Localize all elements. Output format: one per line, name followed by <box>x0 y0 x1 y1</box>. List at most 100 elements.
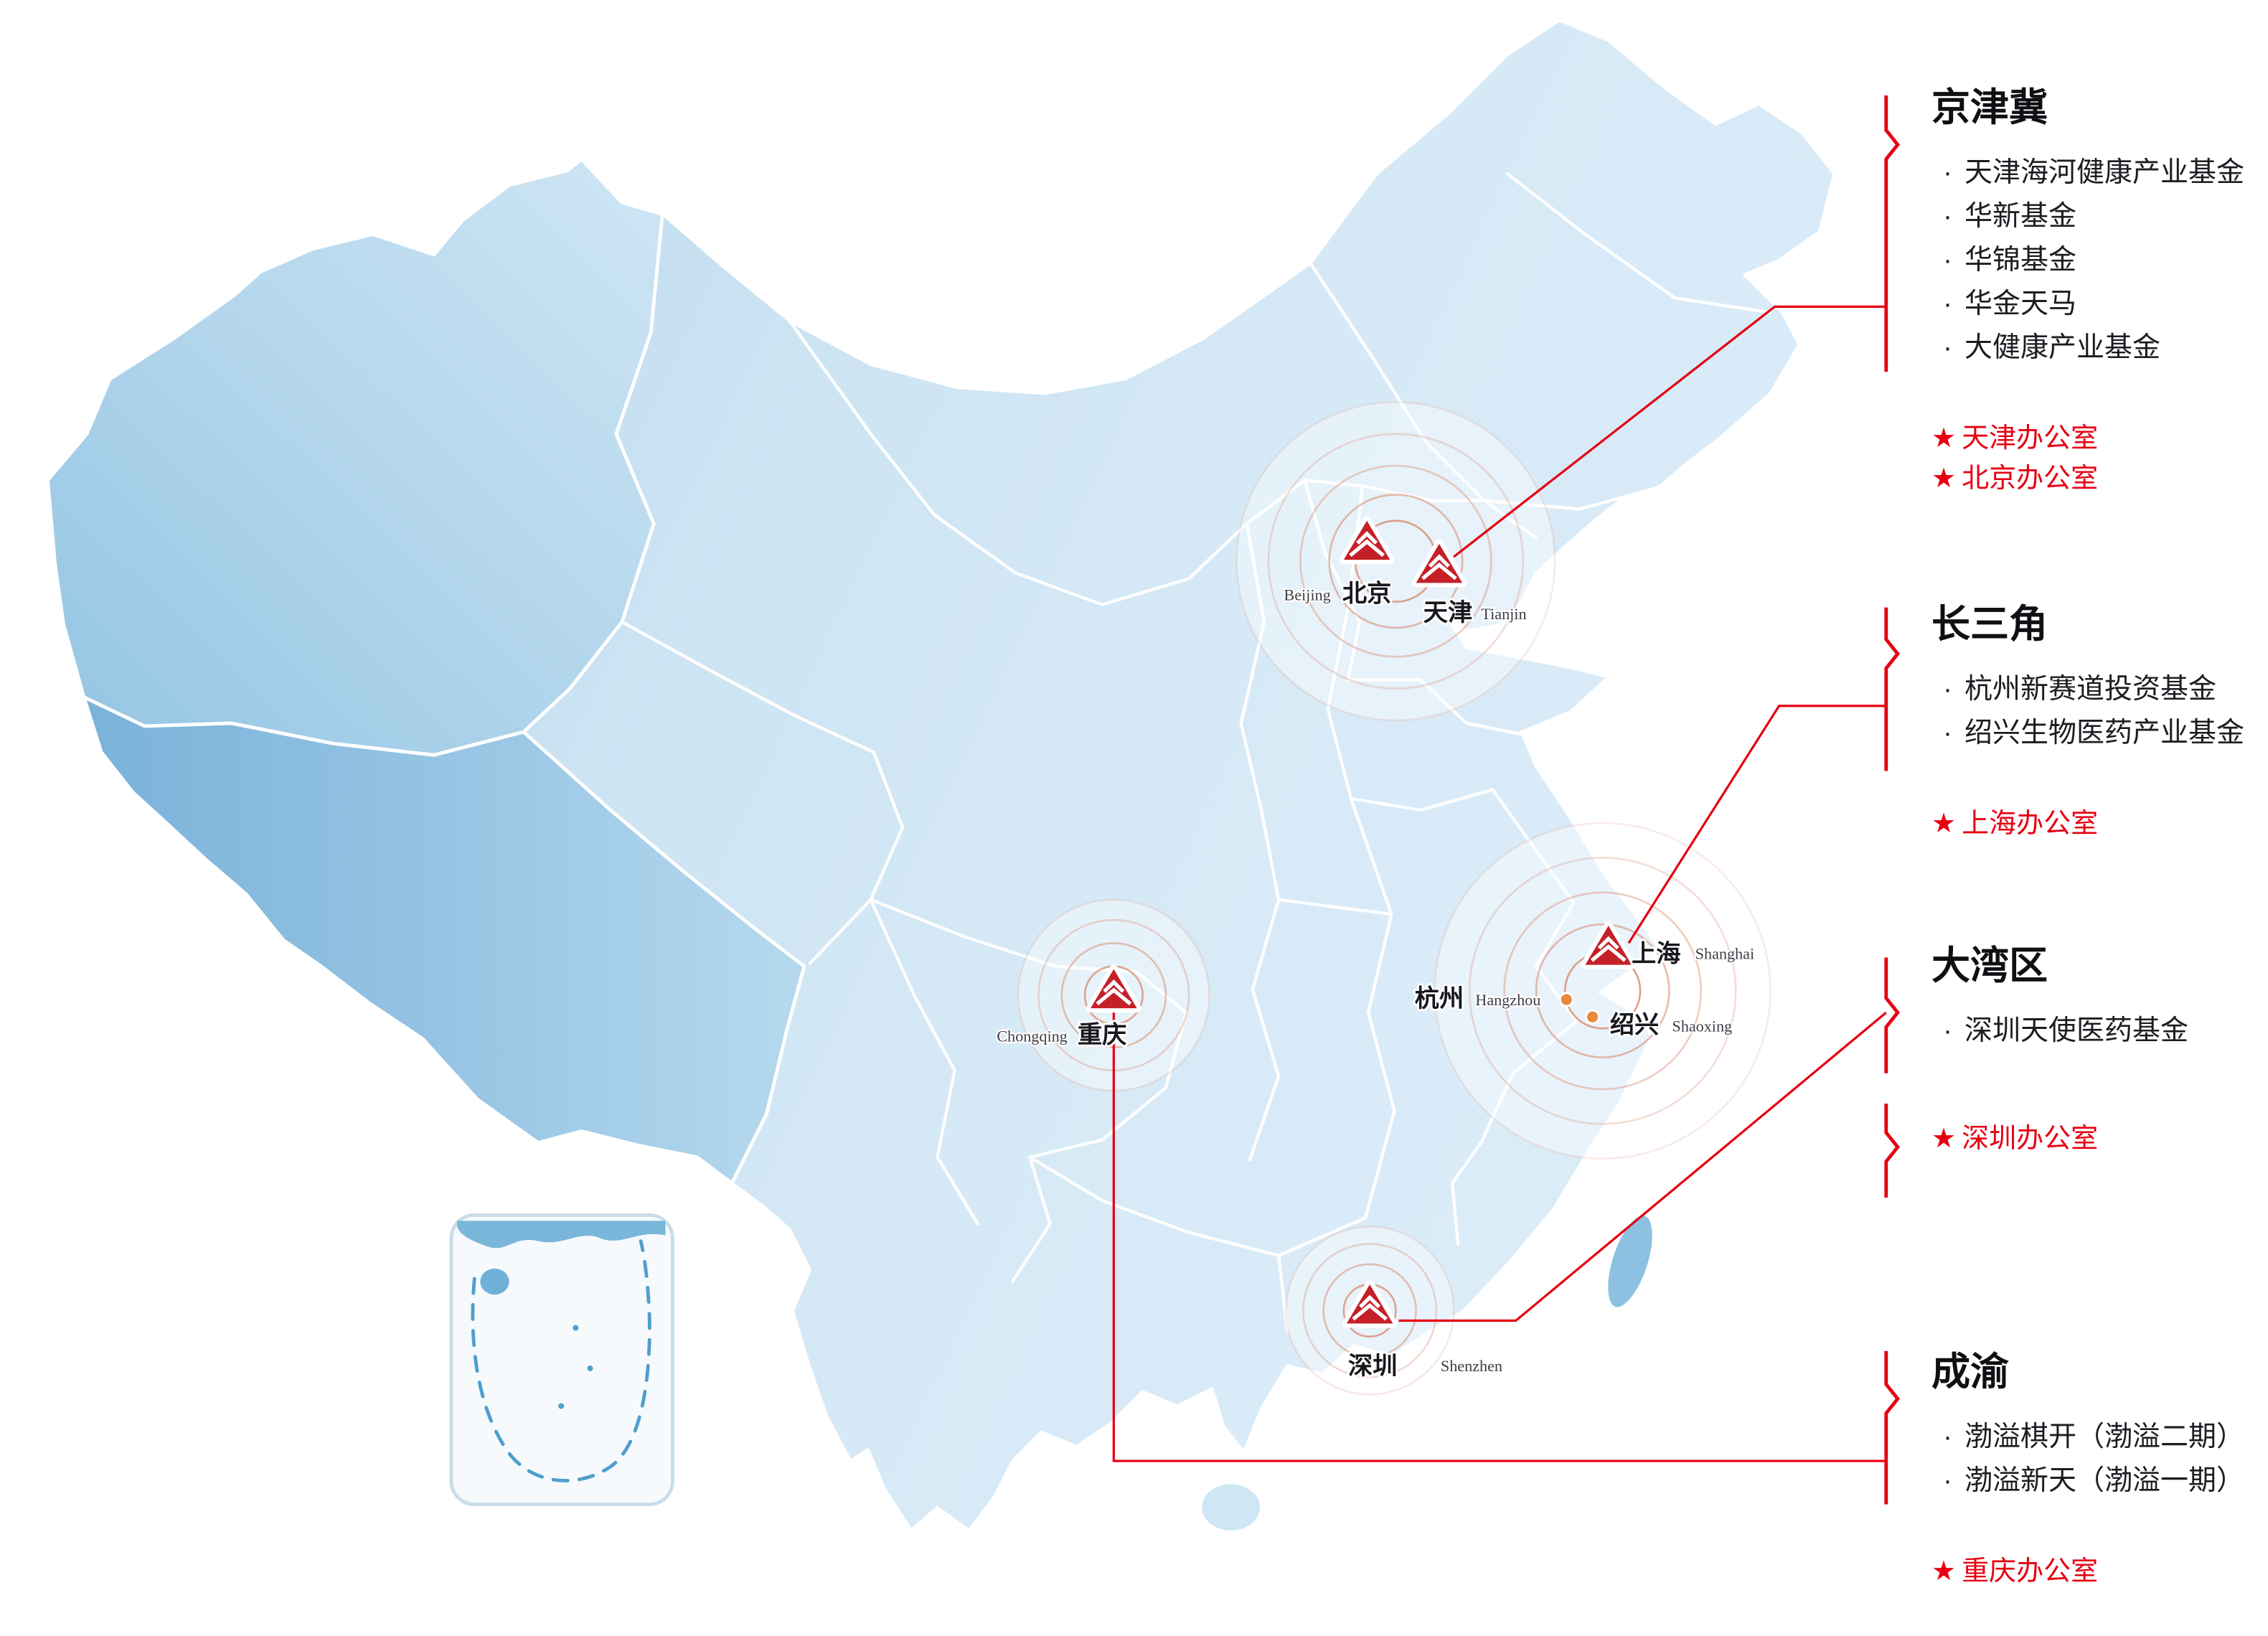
city-en-hangzhou: Hangzhou <box>1475 991 1540 1009</box>
fund-item: · 大健康产业基金 <box>1943 326 2268 370</box>
ripples-beijing-tianjin <box>1236 401 1556 722</box>
city-zh-chongqing: 重庆 <box>1078 1021 1127 1048</box>
fund-name: 华锦基金 <box>1964 245 2077 276</box>
star-icon: ★ <box>1931 1556 1957 1586</box>
office-label-beijing: ★北京办公室 <box>1931 459 2268 499</box>
hainan-island <box>1199 1481 1263 1533</box>
bracket-dawanqu-funds <box>1884 957 1901 1073</box>
connector-changsanjiao <box>1627 705 1886 944</box>
region-section-chengyu: 成渝 · 渤溢棋开（渤溢二期） · 渤溢新天（渤溢一期） ★重庆办公室 <box>1931 1349 2268 1592</box>
marker-chongqing <box>1086 964 1142 1013</box>
region-title-chengyu: 成渝 <box>1931 1350 2009 1393</box>
region-section-changsanjiao: 长三角 ·杭州新赛道投资基金 · 绍兴生物医药产业基金 ★上海办公室 <box>1931 601 2268 844</box>
office-name: 北京办公室 <box>1962 464 2099 494</box>
bullet-icon: · <box>1943 157 1952 188</box>
fund-name: 天津海河健康产业基金 <box>1964 157 2245 188</box>
star-icon: ★ <box>1931 423 1957 453</box>
region-tibet-shape <box>82 695 806 1185</box>
region-title-dawanqu: 大湾区 <box>1931 944 2048 987</box>
office-list-dawanqu: ★深圳办公室 <box>1931 1119 2268 1159</box>
fund-name: 渤溢棋开（渤溢二期） <box>1964 1421 2245 1452</box>
fund-item: · 天津海河健康产业基金 <box>1943 151 2268 194</box>
fund-item: · 深圳天使医药基金 <box>1943 1009 2268 1053</box>
office-list-changsanjiao: ★上海办公室 <box>1931 804 2268 844</box>
city-en-beijing: Beijing <box>1284 586 1330 604</box>
fund-name: 华新基金 <box>1964 201 2077 232</box>
city-en-shaoxing: Shaoxing <box>1672 1017 1732 1035</box>
fund-item: ·杭州新赛道投资基金 <box>1943 667 2268 711</box>
city-zh-beijing: 北京 <box>1342 580 1392 608</box>
south-china-sea-inset <box>449 1213 674 1506</box>
connector-lines <box>1112 95 1901 1505</box>
bracket-dawanqu-office <box>1884 1104 1901 1198</box>
region-section-dawanqu: 大湾区 · 深圳天使医药基金 ★深圳办公室 <box>1931 943 2268 1159</box>
fund-list-jingjinji: · 天津海河健康产业基金 · 华新基金 · 华锦基金 · 华金天马 · 大健康产业基金 <box>1931 151 2268 370</box>
office-label-tianjin: ★天津办公室 <box>1931 418 2268 459</box>
office-label-shenzhen: ★深圳办公室 <box>1931 1119 2268 1159</box>
fund-list-dawanqu: · 深圳天使医药基金 <box>1931 1009 2268 1053</box>
city-zh-shenzhen: 深圳 <box>1348 1353 1398 1380</box>
city-label-shaoxing: 绍兴 Shaoxing <box>1608 1009 1734 1040</box>
office-name: 天津办公室 <box>1962 423 2099 453</box>
fund-name: 深圳天使医药基金 <box>1964 1015 2189 1046</box>
dot-shaoxing <box>1584 1009 1601 1025</box>
bullet-icon: · <box>1943 718 1952 748</box>
fund-list-chengyu: · 渤溢棋开（渤溢二期） · 渤溢新天（渤溢一期） <box>1931 1415 2268 1503</box>
city-zh-tianjin: 天津 <box>1424 599 1473 626</box>
region-section-jingjinji: 京津冀 · 天津海河健康产业基金 · 华新基金 · 华锦基金 · 华金天马 · 大健康产业… <box>1931 85 2268 499</box>
dot-hangzhou <box>1558 992 1574 1007</box>
office-label-chongqing: ★重庆办公室 <box>1931 1551 2268 1592</box>
region-title-jingjinji: 京津冀 <box>1931 86 2048 129</box>
region-xinjiang-shape <box>46 157 664 757</box>
bullet-icon: · <box>1943 674 1952 705</box>
city-zh-shaoxing: 绍兴 <box>1610 1011 1660 1038</box>
city-label-hangzhou: 杭州 Hangzhou <box>1413 982 1543 1015</box>
fund-item: · 华新基金 <box>1943 194 2268 238</box>
bracket-changsanjiao <box>1884 607 1901 771</box>
bullet-icon: · <box>1943 1015 1952 1046</box>
bullet-icon: · <box>1943 332 1952 363</box>
marker-shenzhen <box>1342 1280 1398 1328</box>
fund-item: · 绍兴生物医药产业基金 <box>1943 711 2268 755</box>
office-list-jingjinji: ★天津办公室 ★北京办公室 <box>1931 418 2268 499</box>
connector-jingjinji <box>1453 305 1886 558</box>
city-label-chongqing: Chongqing 重庆 <box>995 1019 1129 1050</box>
bullet-icon: · <box>1943 201 1952 232</box>
city-en-tianjin: Tianjin <box>1481 605 1526 623</box>
fund-name: 大健康产业基金 <box>1964 332 2161 363</box>
ripples-shanghai <box>1434 822 1771 1160</box>
city-en-chongqing: Chongqing <box>997 1027 1067 1045</box>
office-name: 上海办公室 <box>1962 809 2099 839</box>
fund-item: · 华锦基金 <box>1943 238 2268 282</box>
bullet-icon: · <box>1943 1465 1952 1496</box>
city-zh-shanghai: 上海 <box>1632 941 1681 968</box>
connector-dawanqu <box>1398 1011 1887 1322</box>
fund-list-changsanjiao: ·杭州新赛道投资基金 · 绍兴生物医药产业基金 <box>1931 667 2268 755</box>
fund-item: · 渤溢棋开（渤溢二期） <box>1943 1415 2268 1459</box>
marker-shanghai <box>1581 921 1637 969</box>
city-label-shanghai: 上海 Shanghai <box>1629 939 1756 970</box>
connector-chengyu <box>1112 1012 1886 1462</box>
fund-name: 绍兴生物医药产业基金 <box>1964 718 2245 748</box>
bullet-icon: · <box>1943 245 1952 276</box>
city-label-shenzhen: 深圳 Shenzhen <box>1346 1350 1504 1382</box>
bullet-icon: · <box>1943 288 1952 319</box>
office-list-chengyu: ★重庆办公室 <box>1931 1551 2268 1592</box>
fund-item: · 渤溢新天（渤溢一期） <box>1943 1459 2268 1503</box>
star-icon: ★ <box>1931 809 1957 839</box>
fund-name: 华金天马 <box>1964 288 2077 319</box>
region-title-changsanjiao: 长三角 <box>1931 603 2048 646</box>
marker-tianjin <box>1411 539 1467 588</box>
office-label-shanghai: ★上海办公室 <box>1931 804 2268 844</box>
city-label-tianjin: 天津 Tianjin <box>1421 597 1528 629</box>
office-name: 深圳办公室 <box>1962 1124 2099 1154</box>
star-icon: ★ <box>1931 464 1957 494</box>
city-label-beijing: Beijing 北京 <box>1282 578 1393 610</box>
city-en-shenzhen: Shenzhen <box>1441 1357 1502 1375</box>
city-zh-hangzhou: 杭州 <box>1415 984 1464 1012</box>
bullet-icon: · <box>1943 1421 1952 1452</box>
fund-name: 渤溢新天（渤溢一期） <box>1964 1465 2245 1496</box>
bracket-chengyu <box>1884 1350 1901 1505</box>
